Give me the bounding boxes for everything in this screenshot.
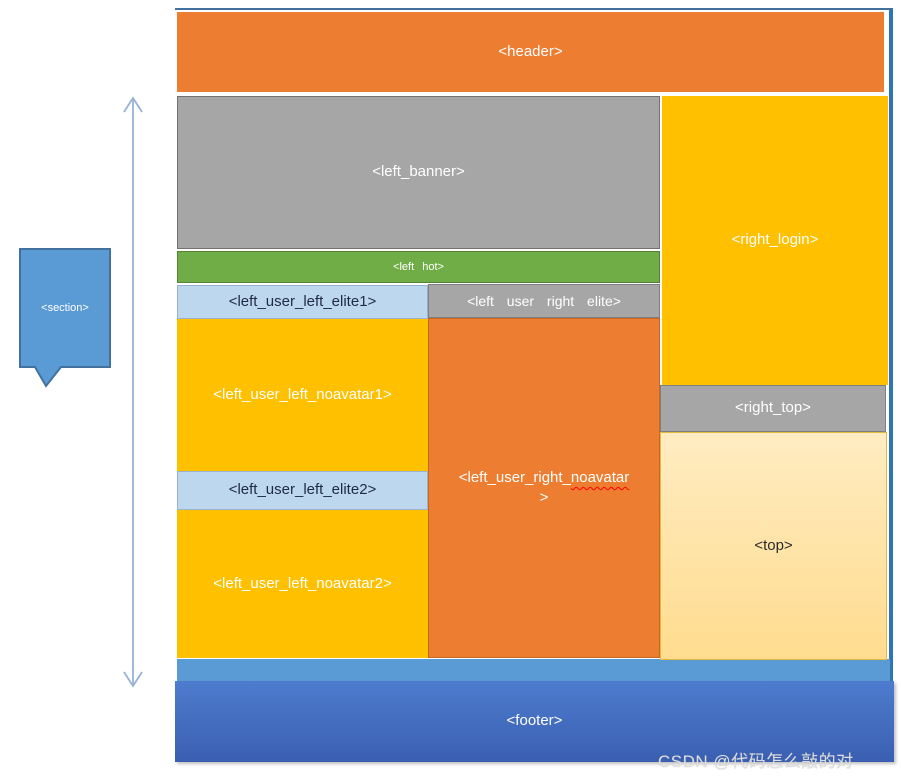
top-box: <top> (660, 432, 887, 660)
left-user-left-elite1-label: <left_user_left_elite1> (228, 292, 377, 310)
left-user-right-elite-box: <left user right elite> (428, 284, 660, 318)
left-user-right-noavatar-label-line2: > (539, 489, 549, 506)
footer-label: <footer> (506, 712, 563, 730)
header-label: <header> (498, 42, 563, 60)
page-background-strip (177, 659, 890, 681)
left-user-right-elite-label: <left user right elite> (467, 292, 621, 309)
left-user-left-noavatar1-label: <left_user_left_noavatar1> (213, 385, 392, 403)
left-hot-box: <left hot> (177, 251, 660, 283)
left-user-left-elite2-label: <left_user_left_elite2> (228, 481, 377, 499)
right-top-label: <right_top> (735, 399, 811, 417)
left-banner-box: <left_banner> (177, 96, 660, 249)
right-login-box: <right_login> (662, 96, 888, 385)
header-box: <header> (177, 12, 884, 92)
left-banner-label: <left_banner> (372, 163, 465, 181)
section-callout: <section> (19, 248, 115, 390)
left-user-left-noavatar1-box: <left_user_left_noavatar1> (177, 319, 428, 471)
left-user-left-elite1-box: <left_user_left_elite1> (177, 285, 428, 319)
noavatar-label-wavy-part: noavatar (570, 468, 630, 486)
section-callout-shape (19, 248, 111, 388)
left-user-left-noavatar2-label: <left_user_left_noavatar2> (213, 574, 392, 592)
right-top-box: <right_top> (660, 385, 886, 432)
left-user-left-noavatar2-box: <left_user_left_noavatar2> (177, 510, 428, 658)
page-frame (175, 8, 893, 681)
noavatar-label-part1: <left_user_right_ (458, 468, 571, 486)
footer-box: <footer> (175, 681, 894, 762)
csdn-watermark: CSDN @代码怎么敲的对 (658, 752, 854, 771)
right-login-label: <right_login> (731, 231, 819, 249)
left-user-right-noavatar-box: <left_user_right_noavatar > (428, 318, 660, 658)
left-user-right-noavatar-label-line1: <left_user_right_noavatar (459, 468, 630, 488)
left-user-left-elite2-box: <left_user_left_elite2> (177, 471, 428, 510)
top-label: <top> (754, 536, 793, 554)
vertical-double-arrow (123, 96, 143, 688)
left-hot-label: <left hot> (393, 260, 444, 273)
section-label: <section> (41, 302, 89, 314)
